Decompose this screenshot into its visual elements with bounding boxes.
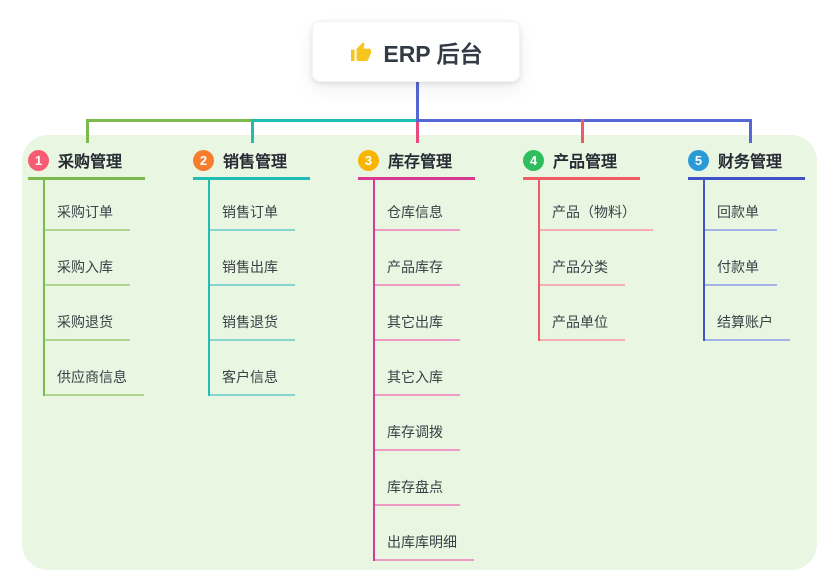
child-item[interactable]: 销售订单 <box>210 180 295 231</box>
branch-number-badge: 4 <box>523 149 544 171</box>
branch-title: 库存管理 <box>388 154 453 171</box>
branch-purchase-management: 1 采购管理 采购订单采购入库采购退货供应商信息 <box>28 148 188 396</box>
root-title: ERP 后台 <box>383 40 483 67</box>
connector-drop-branch1 <box>86 119 89 143</box>
connector-horizontal-green <box>86 119 252 122</box>
child-item[interactable]: 产品分类 <box>540 231 625 286</box>
branch-title: 销售管理 <box>223 154 288 171</box>
branch-title: 财务管理 <box>718 154 783 171</box>
child-item[interactable]: 客户信息 <box>210 341 295 396</box>
connector-horizontal-blue <box>416 119 752 122</box>
branch-header-product[interactable]: 4 产品管理 <box>523 148 640 180</box>
child-item[interactable]: 库存盘点 <box>375 451 460 506</box>
branch-number-badge: 5 <box>688 149 709 171</box>
branch-inventory-management: 3 库存管理 仓库信息产品库存其它出库其它入库库存调拨库存盘点出库库明细 <box>358 148 518 561</box>
branch-children-list: 销售订单销售出库销售退货客户信息 <box>208 180 353 396</box>
child-item[interactable]: 销售出库 <box>210 231 295 286</box>
branch-header-purchase[interactable]: 1 采购管理 <box>28 148 145 180</box>
child-item[interactable]: 其它入库 <box>375 341 460 396</box>
connector-drop-branch2 <box>251 119 254 143</box>
branch-product-management: 4 产品管理 产品（物料）产品分类产品单位 <box>523 148 683 341</box>
child-item[interactable]: 付款单 <box>705 231 777 286</box>
branch-header-sales[interactable]: 2 销售管理 <box>193 148 310 180</box>
child-item[interactable]: 产品（物料） <box>540 180 653 231</box>
branch-finance-management: 5 财务管理 回款单付款单结算账户 <box>688 148 839 341</box>
branch-header-finance[interactable]: 5 财务管理 <box>688 148 805 180</box>
branch-sales-management: 2 销售管理 销售订单销售出库销售退货客户信息 <box>193 148 353 396</box>
child-item[interactable]: 库存调拨 <box>375 396 460 451</box>
child-item[interactable]: 仓库信息 <box>375 180 460 231</box>
branch-children-list: 产品（物料）产品分类产品单位 <box>538 180 683 341</box>
branch-children-list: 采购订单采购入库采购退货供应商信息 <box>43 180 188 396</box>
child-item[interactable]: 采购退货 <box>45 286 130 341</box>
branch-number-badge: 3 <box>358 149 379 171</box>
child-item[interactable]: 销售退货 <box>210 286 295 341</box>
thumbs-up-icon <box>349 40 373 64</box>
connector-drop-branch4 <box>581 119 584 143</box>
root-node[interactable]: ERP 后台 <box>312 21 520 82</box>
branch-number-badge: 2 <box>193 149 214 171</box>
child-item[interactable]: 回款单 <box>705 180 777 231</box>
branch-title: 采购管理 <box>58 154 123 171</box>
branch-children-list: 仓库信息产品库存其它出库其它入库库存调拨库存盘点出库库明细 <box>373 180 518 561</box>
connector-trunk <box>416 82 419 122</box>
branch-header-inventory[interactable]: 3 库存管理 <box>358 148 475 180</box>
branch-number-badge: 1 <box>28 149 49 171</box>
branch-title: 产品管理 <box>553 154 618 171</box>
child-item[interactable]: 结算账户 <box>705 286 790 341</box>
child-item[interactable]: 产品库存 <box>375 231 460 286</box>
branch-children-list: 回款单付款单结算账户 <box>703 180 839 341</box>
child-item[interactable]: 采购订单 <box>45 180 130 231</box>
child-item[interactable]: 供应商信息 <box>45 341 144 396</box>
branches-background-panel <box>22 135 817 570</box>
connector-drop-branch3 <box>416 122 419 143</box>
child-item[interactable]: 产品单位 <box>540 286 625 341</box>
child-item[interactable]: 其它出库 <box>375 286 460 341</box>
child-item[interactable]: 采购入库 <box>45 231 130 286</box>
child-item[interactable]: 出库库明细 <box>375 506 474 561</box>
connector-drop-branch5 <box>749 119 752 143</box>
connector-horizontal-teal <box>252 119 416 122</box>
